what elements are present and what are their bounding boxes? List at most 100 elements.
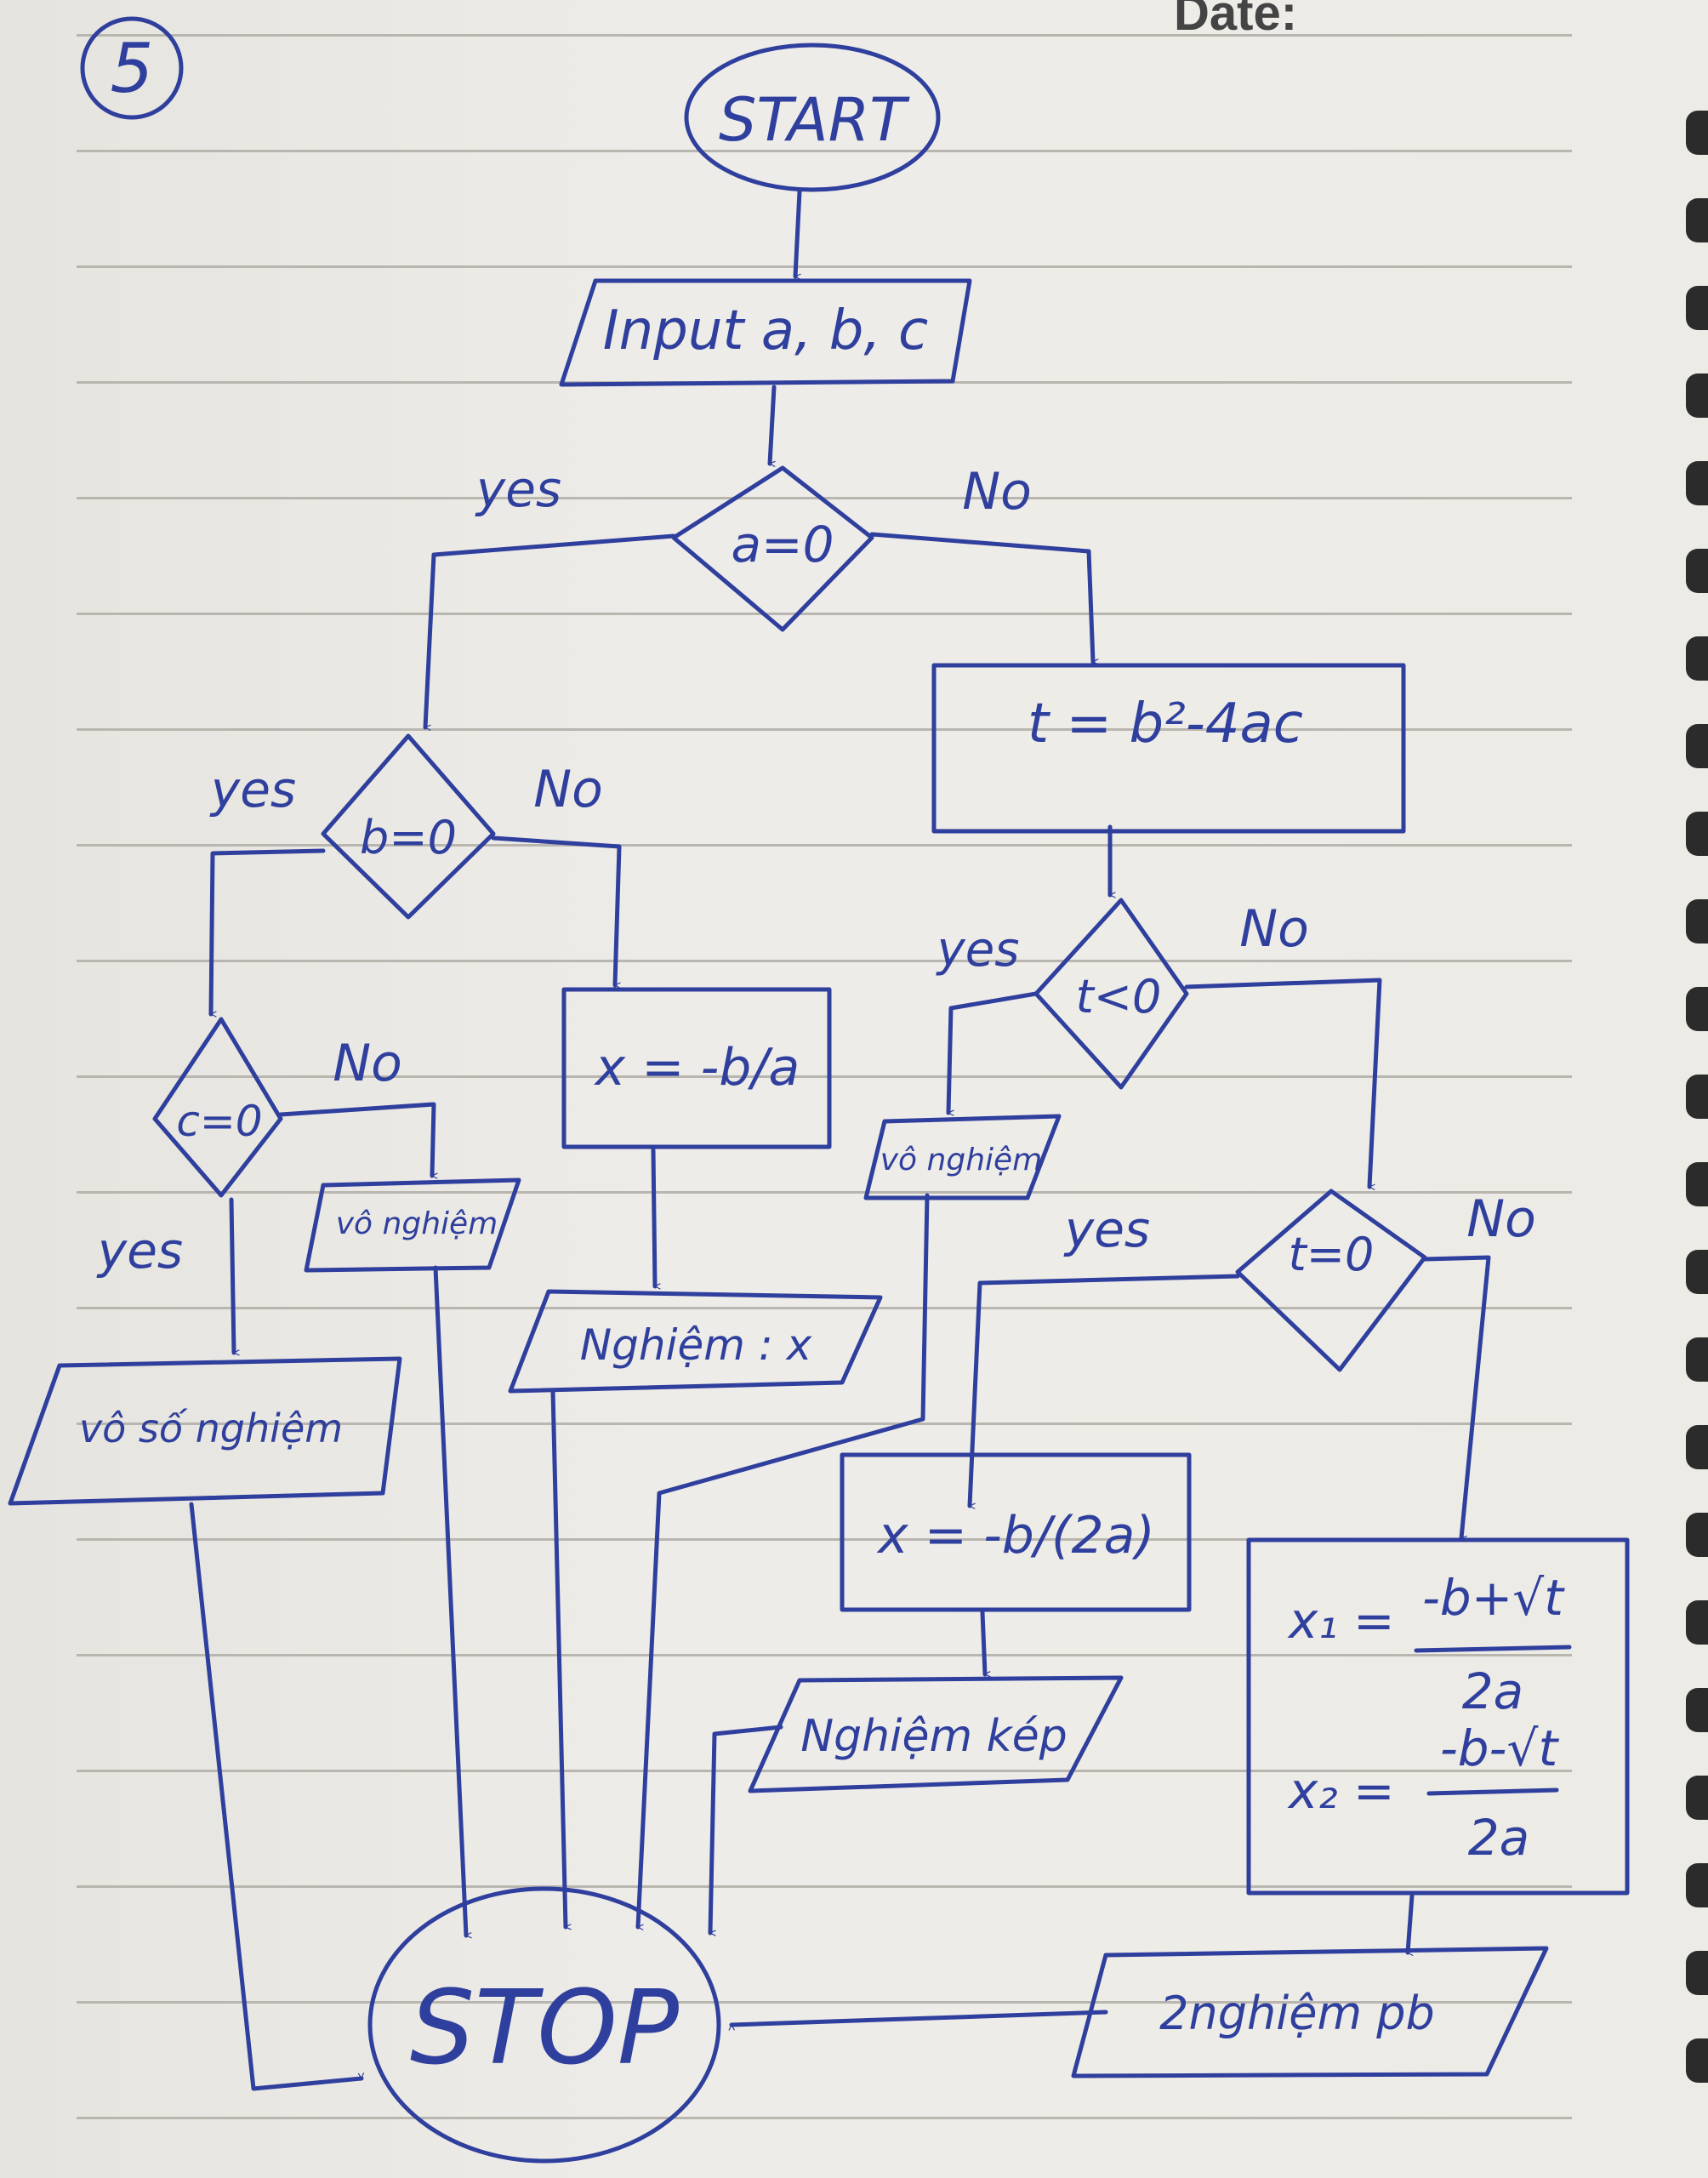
start-label: START [719,85,910,155]
label-tzero-yes: yes [1063,1200,1150,1258]
decision-a-zero [671,465,874,632]
output-infinite-solutions-label: vô số nghiệm [79,1405,343,1451]
process-two-roots-x2-lhs: x₂ = [1287,1762,1395,1820]
page-number-circle [80,16,184,120]
output-infinite-solutions [8,1356,402,1506]
label-tneg-yes: yes [936,922,1020,978]
label-tzero-no: No [1466,1189,1536,1249]
decision-t-negative-label: t<0 [1076,970,1162,1023]
binding-ring [1686,1688,1708,1732]
connectors [189,189,1491,2091]
decision-t-negative [1033,898,1189,1090]
decision-c-zero [152,1017,283,1198]
output-solution-x-label: Nghiệm : x [580,1320,812,1370]
process-two-roots-x2-numerator: -b-√t [1440,1719,1560,1777]
label-a-no: No [962,462,1032,522]
binding-ring [1686,1425,1708,1469]
output-no-solution-right [863,1114,1062,1200]
edge-a-yes-to-b [423,533,676,727]
label-b-yes: yes [209,761,296,818]
stop-terminal [367,1886,721,2164]
ruled-line [77,1075,1572,1078]
binding-ring [1686,1513,1708,1557]
ruled-line [77,960,1572,962]
process-compute-t-label: t = b²-4ac [1028,693,1303,755]
page-number: 5 [111,29,154,108]
binding-ring [1686,987,1708,1031]
decision-b-zero [321,733,496,920]
output-double-root [748,1675,1124,1793]
ruled-line [77,2001,1572,2004]
edge-tzero-yes-to-xkep [967,1274,1240,1506]
process-two-roots-x1-lhs: x₁ = [1287,1592,1395,1650]
edge-tneg-no-to-tzero [1184,978,1382,1187]
stop-label: STOP [410,1970,680,2088]
process-x-minus-b-over-a [561,987,832,1149]
binding-ring [1686,724,1708,768]
binding-ring [1686,461,1708,505]
label-b-no: No [533,760,603,819]
binding-ring [1686,636,1708,681]
edge-b-no-to-xba [491,835,622,985]
binding-ring [1686,549,1708,593]
binding-ring [1686,111,1708,155]
binding-ring [1686,2038,1708,2083]
edge-xkep-to-nghiemkep [980,1610,985,1674]
output-solution-x [508,1289,883,1394]
process-two-roots-x2-fraction-bar [1426,1787,1559,1796]
ruled-line [77,1423,1572,1425]
process-double-root-label: x = -b/(2a) [876,1506,1155,1565]
binding-ring [1686,899,1708,944]
binding-ring [1686,812,1708,856]
label-a-yes: yes [475,460,561,518]
decision-b-zero-label: b=0 [360,811,457,864]
ruled-line [77,2117,1572,2119]
edge-2nghiem-to-stop [732,2010,1108,2025]
binding-ring [1686,1600,1708,1645]
ruled-line [77,150,1572,152]
ruled-line [77,1191,1572,1194]
process-two-roots-x1-fraction-bar [1414,1645,1572,1653]
process-two-roots-x1-numerator: -b+√t [1422,1569,1565,1627]
ruled-line [77,1770,1572,1772]
decision-t-zero-label: t=0 [1289,1228,1375,1281]
decision-c-zero-label: c=0 [176,1097,262,1146]
edge-vn-right-to-stop [635,1193,930,1927]
binding-ring [1686,1075,1708,1119]
label-c-no: No [333,1034,402,1093]
ruled-line [77,34,1572,37]
edge-c-no-to-vn [278,1102,434,1176]
edge-input-to-a [767,385,777,464]
header-date-label: Date: [1174,0,1298,41]
start-terminal [684,43,941,192]
binding-ring [1686,1162,1708,1206]
edge-nghiemx-to-stop [550,1388,566,1927]
output-two-distinct-roots [1071,1946,1549,2078]
label-c-yes: yes [96,1222,183,1280]
process-double-root [840,1452,1192,1612]
edge-tneg-yes-to-vn [946,991,1039,1113]
binding-ring [1686,198,1708,242]
edge-xba-to-nghiemx [651,1148,655,1286]
ruled-line [77,1885,1572,1888]
binding-ring [1686,1951,1708,1995]
edge-c-yes-to-vosonghiem [229,1197,234,1353]
process-two-roots [1246,1537,1630,1896]
edge-x1x2-to-2nghiem [1405,1893,1415,1953]
decision-t-zero [1235,1189,1427,1372]
edge-vosonghiem-to-stop [189,1502,362,2091]
label-tneg-no: No [1239,899,1309,959]
binding-ring [1686,373,1708,418]
ruled-line [77,613,1572,615]
edge-start-to-input [793,189,802,277]
process-x-minus-b-over-a-label: x = -b/a [594,1038,800,1098]
ruled-line [77,1654,1572,1656]
process-two-roots-x2-denominator: 2a [1468,1809,1529,1867]
binding-ring [1686,1337,1708,1382]
ruled-line [77,1538,1572,1541]
ruled-line [77,728,1572,731]
edge-vn-left-to-stop [433,1265,466,1936]
binding-ring [1686,1863,1708,1907]
